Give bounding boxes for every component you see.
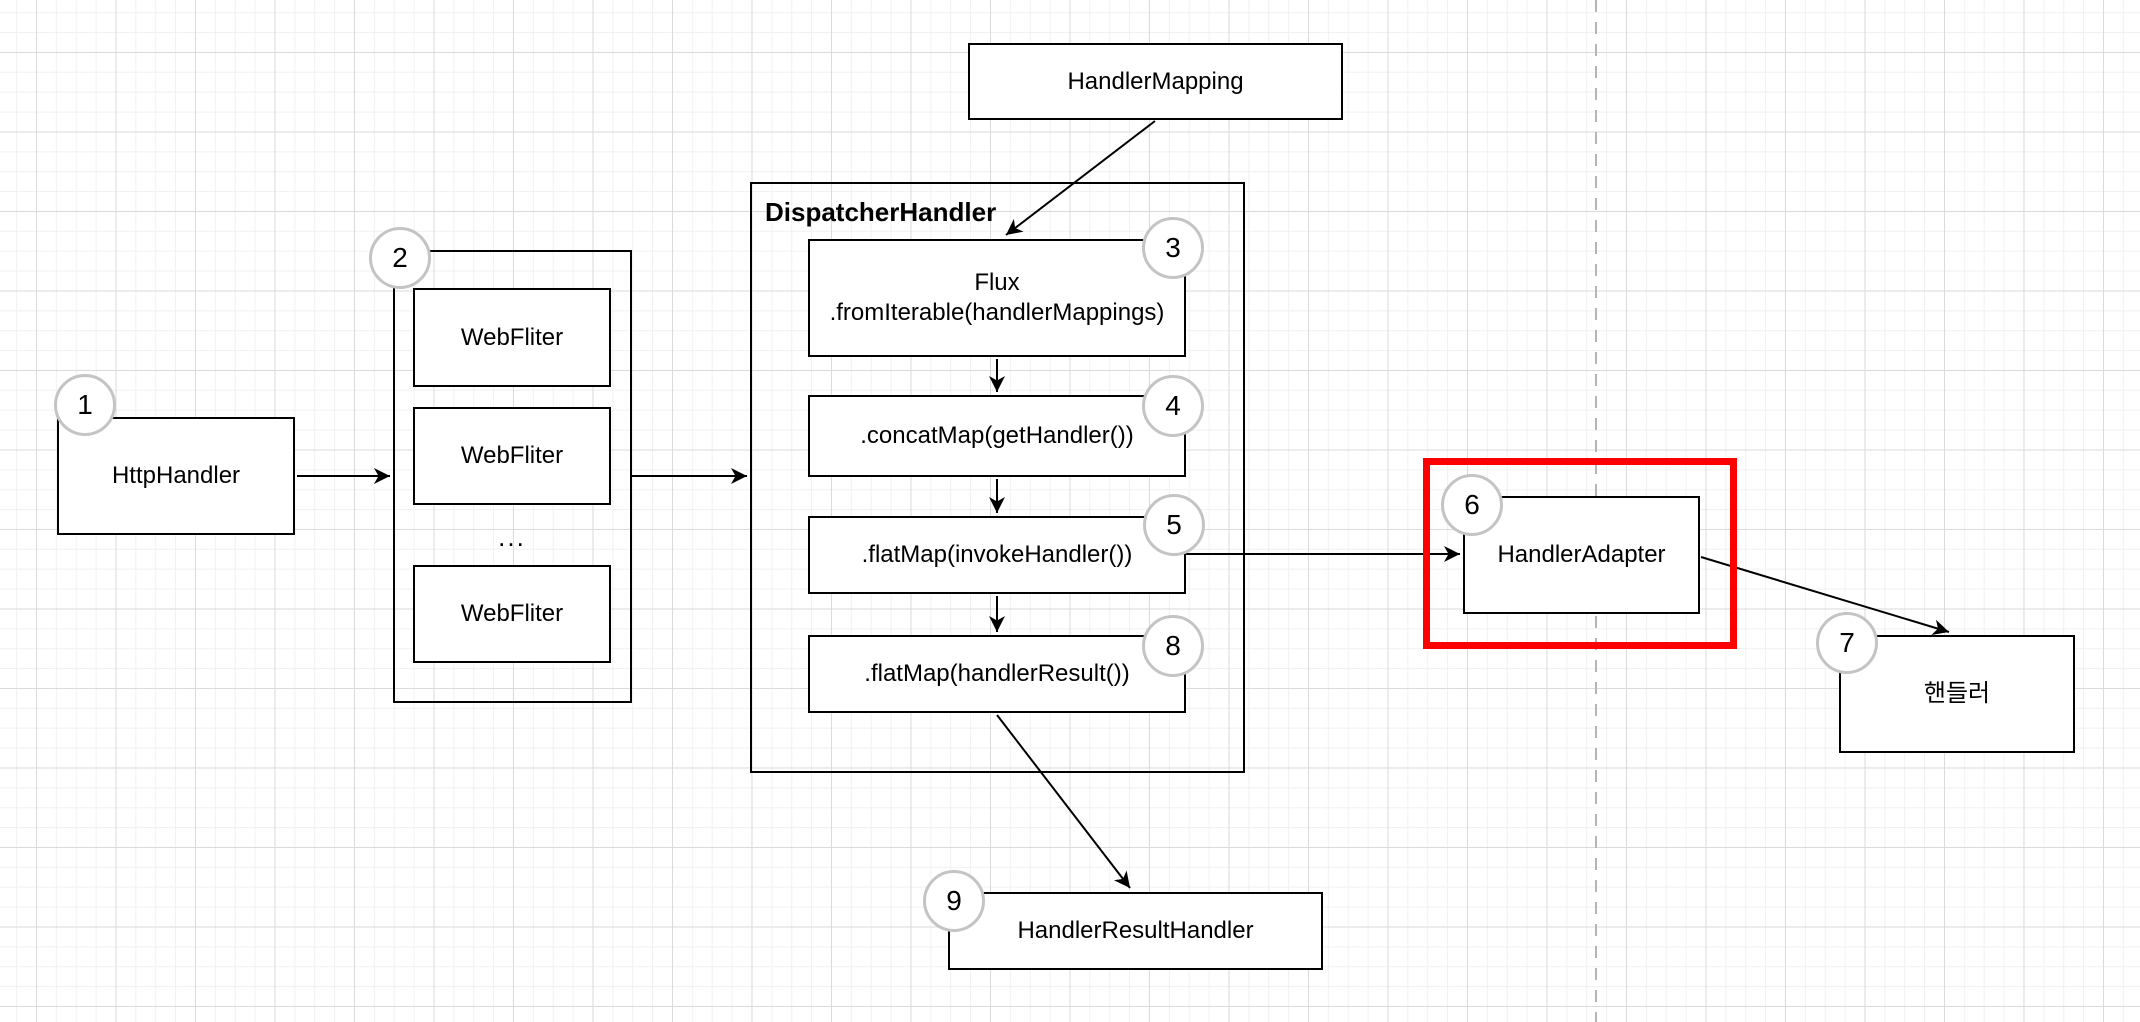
node-handler-korean[interactable]: 핸들러 (1839, 635, 2075, 753)
node-http-handler-label: HttpHandler (111, 462, 241, 489)
node-flatmap-invokehandler[interactable]: .flatMap(invokeHandler()) (808, 516, 1186, 594)
connector-handlermapping-to-flux (1005, 120, 1156, 236)
node-http-handler[interactable]: HttpHandler (57, 417, 295, 535)
node-webfilter-2-label: WebFliter (460, 442, 564, 469)
node-concatmap-gethandler[interactable]: .concatMap(getHandler()) (808, 395, 1186, 477)
group-webfilters[interactable] (393, 250, 632, 703)
connector-handleradapter-to-handler (1700, 556, 1950, 636)
node-flux-line2: .fromIterable(handlerMappings) (829, 299, 1165, 326)
step-badge-9: 9 (923, 870, 985, 932)
node-flatmap-invoke-label: .flatMap(invokeHandler()) (861, 541, 1133, 568)
node-handler-adapter-label: HandlerAdapter (1497, 541, 1666, 568)
webfilters-ellipsis: ... (498, 522, 526, 552)
node-handler-korean-label: 핸들러 (1923, 680, 1991, 707)
node-webfilter-2[interactable]: WebFliter (413, 407, 611, 505)
node-handler-result-handler[interactable]: HandlerResultHandler (948, 892, 1323, 970)
group-dispatcher-handler[interactable]: DispatcherHandler (750, 182, 1245, 773)
node-handler-result-handler-label: HandlerResultHandler (1017, 917, 1254, 944)
step-badge-2: 2 (369, 227, 431, 289)
step-badge-4: 4 (1142, 375, 1204, 437)
node-webfilter-3-label: WebFliter (460, 600, 564, 627)
node-flatmap-handlerresult[interactable]: .flatMap(handlerResult()) (808, 635, 1186, 713)
node-handler-mapping[interactable]: HandlerMapping (968, 43, 1343, 120)
step-badge-5: 5 (1143, 494, 1205, 556)
node-flux-line1: Flux (974, 269, 1020, 296)
connector-flatmap-result-to-resulthandler (996, 714, 1131, 889)
node-concatmap-label: .concatMap(getHandler()) (860, 422, 1134, 449)
node-handler-adapter[interactable]: HandlerAdapter (1463, 496, 1700, 614)
step-badge-1: 1 (54, 374, 116, 436)
node-webfilter-1-label: WebFliter (460, 323, 564, 351)
dispatcher-handler-title: DispatcherHandler (765, 197, 997, 227)
node-webfilter-3[interactable]: WebFliter (413, 565, 611, 663)
node-handler-mapping-label: HandlerMapping (1067, 67, 1244, 95)
node-flux-fromiterable[interactable]: Flux .fromIterable(handlerMappings) (808, 239, 1186, 357)
step-badge-3: 3 (1142, 217, 1204, 279)
step-badge-8: 8 (1142, 615, 1204, 677)
step-badge-6: 6 (1441, 474, 1503, 536)
node-flatmap-result-label: .flatMap(handlerResult()) (864, 660, 1130, 687)
node-webfilter-1[interactable]: WebFliter (413, 288, 611, 387)
step-badge-7: 7 (1816, 612, 1878, 674)
